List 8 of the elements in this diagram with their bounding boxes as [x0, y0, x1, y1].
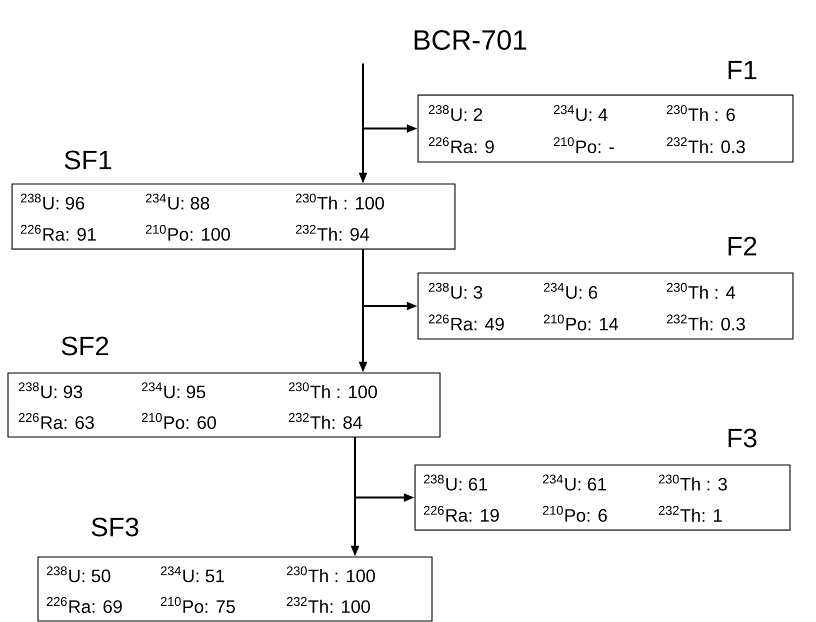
node-label: SF2	[62, 336, 108, 356]
node-label: F1	[728, 60, 756, 80]
node-label: SF3	[92, 518, 138, 536]
fraction-box: F1 $^{238}$U: 2 $^{234}$U: 4 $^{230}$Th : 6 $^{226}$Ra: 9 $^{210}$Po: - $^{232}$Th: 0.3	[418, 60, 794, 162]
source-label: BCR-701	[414, 30, 526, 50]
node-label: F3	[728, 428, 756, 448]
node-label: F2	[728, 236, 756, 256]
node-label: SF1	[64, 150, 112, 170]
